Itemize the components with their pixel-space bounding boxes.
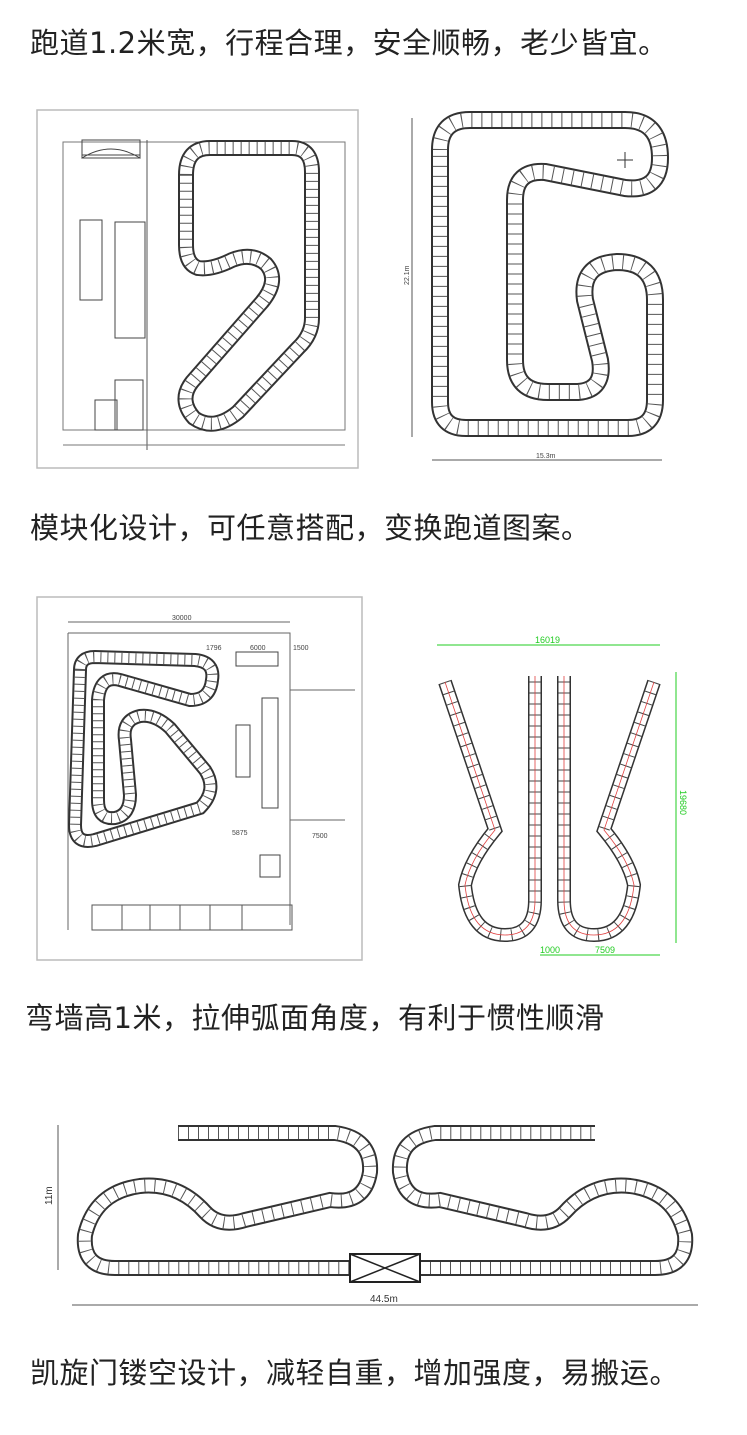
track-plan-1-right	[411, 111, 670, 461]
track-plan-2-right	[437, 644, 677, 956]
dim-30000: 30000	[172, 615, 192, 622]
track-plan-1-left	[36, 109, 359, 469]
dim-11m: 11m	[44, 1186, 55, 1205]
dim-1000: 1000	[540, 945, 560, 955]
dim-width-15-3m: 15.3m	[536, 453, 556, 460]
dim-16019: 16019	[535, 635, 560, 645]
dim-19680: 19680	[678, 790, 688, 815]
caption-track-width: 跑道1.2米宽，行程合理，安全顺畅，老少皆宜。	[30, 26, 668, 60]
dim-1500: 1500	[293, 645, 309, 652]
caption-curved-wall: 弯墙高1米，拉伸弧面角度，有利于惯性顺滑	[25, 1001, 605, 1035]
caption-modular-design: 模块化设计，可任意搭配，变换跑道图案。	[30, 511, 591, 545]
dim-44-5m: 44.5m	[370, 1294, 398, 1305]
track-plan-2-left	[36, 596, 363, 961]
dim-height-22-1m: 22.1m	[404, 265, 411, 285]
dim-7500: 7500	[312, 833, 328, 840]
dim-1796: 1796	[206, 645, 222, 652]
caption-arch-gate: 凯旋门镂空设计，减轻自重，增加强度，易搬运。	[30, 1356, 680, 1390]
dim-6000: 6000	[250, 645, 266, 652]
dim-7509: 7509	[595, 945, 615, 955]
track-plan-3	[57, 1125, 698, 1306]
dim-5875: 5875	[232, 830, 248, 837]
